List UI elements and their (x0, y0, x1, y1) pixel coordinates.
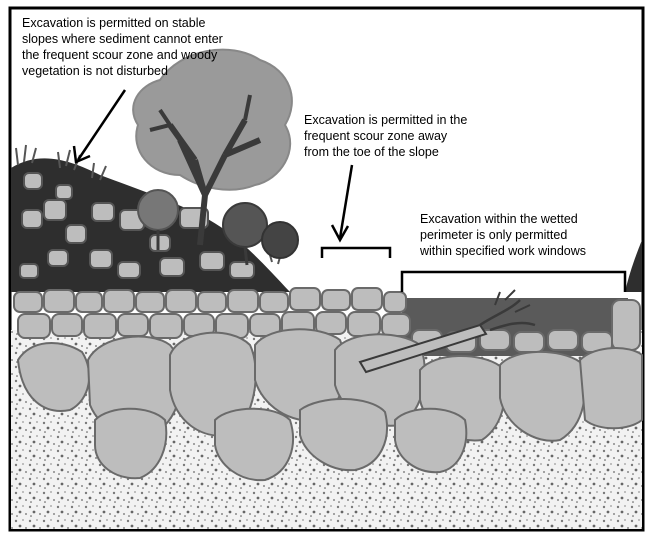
bracket-icon (322, 248, 390, 258)
arrow-down-left-icon (74, 90, 125, 162)
annotation-scour-zone: Excavation is permitted in the frequent … (304, 112, 534, 160)
annotation-wetted-perimeter: Excavation within the wetted perimeter i… (420, 211, 640, 259)
arrow-down-icon (332, 165, 352, 240)
bracket-icon (402, 272, 625, 292)
annotation-slope: Excavation is permitted on stable slopes… (22, 15, 292, 79)
